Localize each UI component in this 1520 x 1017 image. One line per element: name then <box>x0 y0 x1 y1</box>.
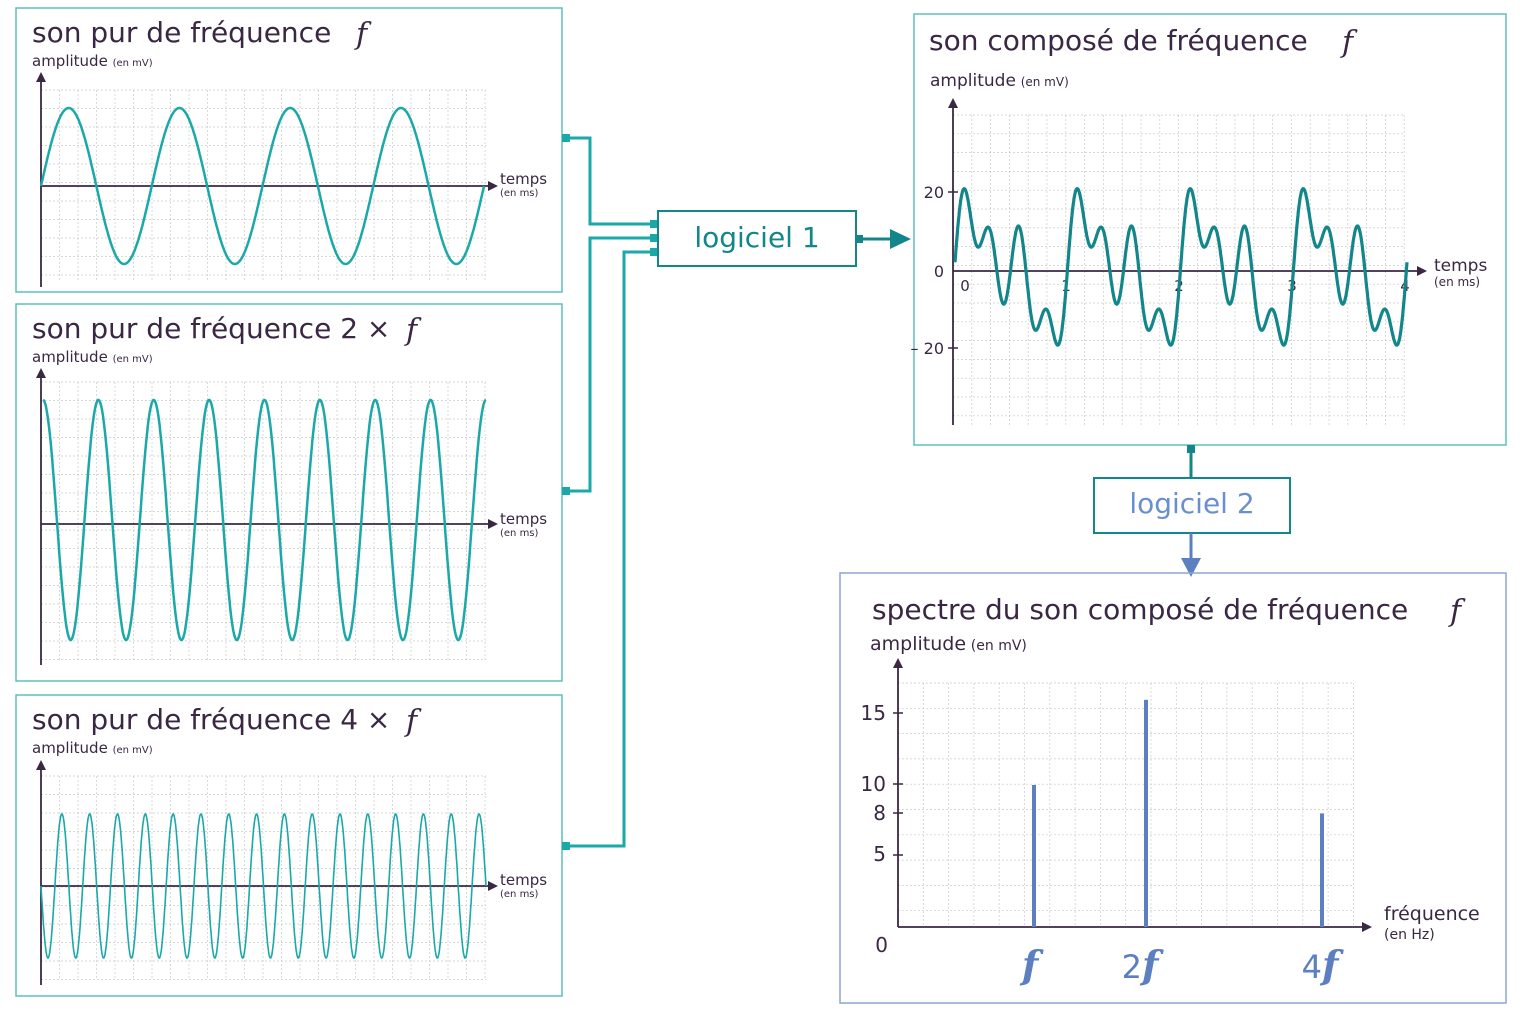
y-ticks <box>893 712 903 856</box>
x-axis-label: fréquence <box>1384 903 1480 925</box>
grid <box>897 682 1354 927</box>
panel-pure-f: son pur de fréquence f amplitude (en mV)… <box>15 7 563 293</box>
y-tick-label: 0 <box>934 262 944 281</box>
signal-curve-pure-4f <box>40 813 487 959</box>
y-axis-label-text: amplitude <box>32 739 108 757</box>
signal-curve-composed <box>953 187 1409 347</box>
frequency-symbol: f <box>1448 594 1466 629</box>
grid <box>40 381 486 662</box>
spectrum-bars <box>1032 699 1324 927</box>
port <box>1187 445 1195 453</box>
panel-title: son composé de fréquence <box>929 24 1308 57</box>
arrow-software-1-to-composed <box>855 229 911 249</box>
y-axis-label: amplitude (en mV) <box>32 739 153 757</box>
y-axis-label-text: amplitude <box>32 52 108 70</box>
y-tick-label: 0 <box>875 933 888 957</box>
y-tick-label: 20 <box>924 183 944 202</box>
y-axis-label: amplitude (en mV) <box>930 71 1069 91</box>
arrow-software-2-to-spectrum <box>1181 533 1201 577</box>
peak-labels: f 2f 4f <box>1019 942 1344 987</box>
panel-spectrum: spectre du son composé de fréquence f am… <box>839 572 1507 1004</box>
software-1-border <box>657 210 857 267</box>
y-axis-unit: (en mV) <box>113 58 153 69</box>
y-ticks <box>948 191 958 349</box>
spectrum-bar-f <box>1032 785 1036 927</box>
panel-pure-4f: son pur de fréquence 4 × f amplitude (en… <box>15 694 563 997</box>
software-1-label: logiciel 1 <box>694 221 819 254</box>
connector-from-pure-2f <box>566 236 654 493</box>
panel-title: son pur de fréquence <box>32 16 331 49</box>
arrow-head <box>890 229 911 249</box>
panel-composed: son composé de fréquence f amplitude (en… <box>911 13 1507 446</box>
y-axis-unit: (en mV) <box>1021 75 1069 89</box>
software-2-border <box>1093 477 1291 534</box>
x-axis-unit: (en Hz) <box>1384 927 1435 943</box>
peak-label-4f: 4f <box>1302 942 1344 987</box>
y-axis-unit: (en mV) <box>113 745 153 756</box>
y-tick-label: – 20 <box>911 339 944 358</box>
peak-label-f: f <box>1019 942 1044 987</box>
port <box>562 842 570 850</box>
x-axis-unit: (en ms) <box>1434 275 1480 289</box>
x-axis-unit: (en ms) <box>500 528 539 539</box>
panel-title: son pur de fréquence 2 × <box>32 312 390 345</box>
frequency-symbol: f <box>404 313 422 348</box>
panel-title: son pur de fréquence 4 × <box>32 703 390 736</box>
spectrum-bar-2f <box>1144 699 1148 927</box>
port <box>650 248 658 256</box>
y-tick-labels: 20 0 – 20 <box>911 183 944 358</box>
x-axis-unit: (en ms) <box>500 188 539 199</box>
software-2-label: logiciel 2 <box>1129 487 1254 520</box>
connectors-to-software-1 <box>566 136 654 848</box>
panel-border <box>15 7 563 293</box>
y-axis-label: amplitude (en mV) <box>32 52 153 70</box>
port <box>562 134 570 142</box>
arrow-head <box>1181 558 1201 577</box>
connector-composed-to-software-2 <box>1187 445 1195 478</box>
y-tick-label: 15 <box>861 701 886 725</box>
x-axis-label: temps <box>1434 256 1487 276</box>
connector-from-pure-f <box>566 136 654 226</box>
frequency-symbol: f <box>354 17 372 52</box>
x-axis-label: temps <box>500 510 547 528</box>
x-axis-label: temps <box>500 871 547 889</box>
y-axis-unit: (en mV) <box>113 354 153 365</box>
port <box>650 234 658 242</box>
x-axis-label: temps <box>500 170 547 188</box>
y-axis-unit: (en mV) <box>971 638 1027 654</box>
panel-border <box>913 13 1507 446</box>
y-tick-labels: 15 10 8 5 0 <box>861 701 888 957</box>
panel-border <box>839 572 1507 1004</box>
peak-label-2f: 2f <box>1122 942 1164 987</box>
panel-title: spectre du son composé de fréquence <box>872 593 1408 626</box>
connector-from-pure-4f <box>566 250 654 848</box>
y-axis-label: amplitude (en mV) <box>870 633 1027 655</box>
x-tick-label: 0 <box>960 277 970 295</box>
port <box>650 220 658 228</box>
panel-pure-2f: son pur de fréquence 2 × f amplitude (en… <box>15 303 563 682</box>
signal-curve-pure-f <box>39 106 486 266</box>
port <box>562 487 570 495</box>
y-axis-label-text: amplitude <box>32 348 108 366</box>
spectrum-bar-4f <box>1320 813 1324 927</box>
frequency-symbol: f <box>1340 25 1358 60</box>
frequency-symbol: f <box>404 704 422 739</box>
signal-curve-pure-2f <box>42 398 487 642</box>
x-axis-unit: (en ms) <box>500 889 539 900</box>
y-tick-label: 10 <box>861 772 886 796</box>
y-axis-label: amplitude (en mV) <box>32 348 153 366</box>
y-axis-label-text: amplitude <box>870 633 966 655</box>
software-1-box: logiciel 1 <box>657 210 857 267</box>
y-tick-label: 5 <box>873 842 886 866</box>
port <box>855 235 863 243</box>
y-axis-label-text: amplitude <box>930 71 1016 91</box>
y-tick-label: 8 <box>873 801 886 825</box>
software-2-box: logiciel 2 <box>1093 477 1291 534</box>
connector-ports <box>562 134 658 850</box>
